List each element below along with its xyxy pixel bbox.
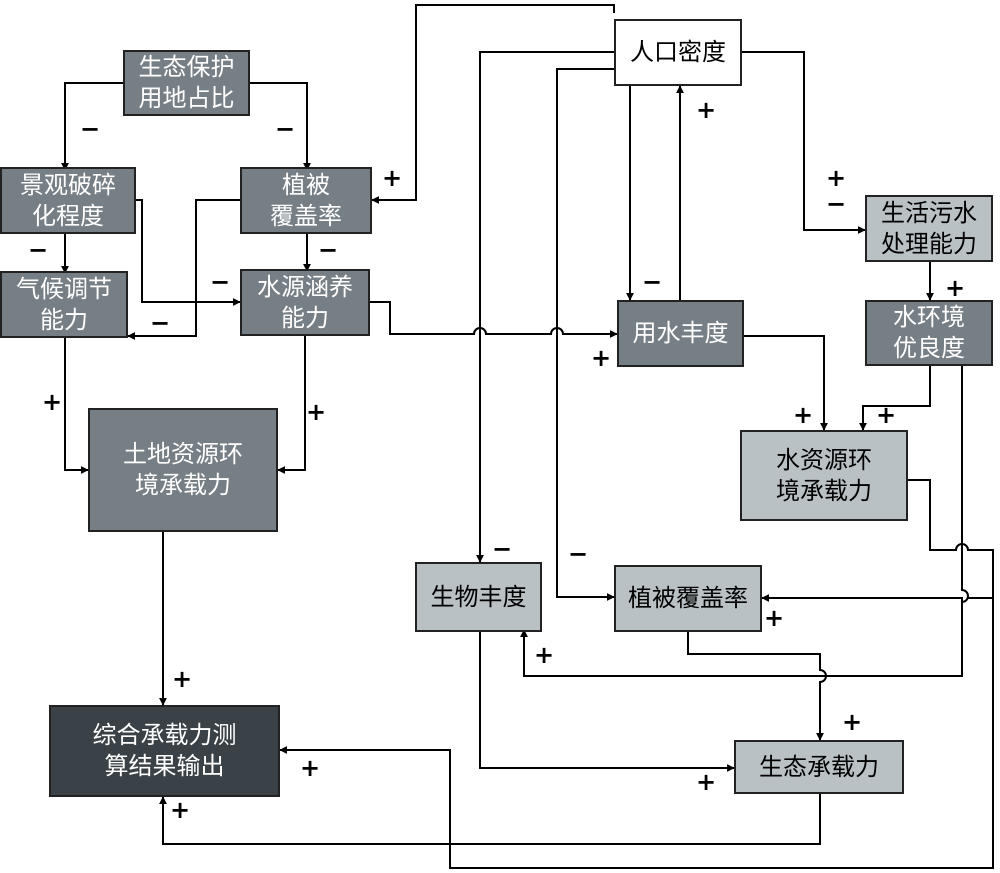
sign-pop-wuse: − <box>642 268 663 296</box>
node-comprehensive-output: 综合承载力测 算结果输出 <box>49 705 280 797</box>
edge-waterc-landcap <box>277 336 306 474</box>
sign-vegL-climate: − <box>150 309 171 337</box>
node-population-density-label: 人口密度 <box>630 38 726 66</box>
node-population-density: 人口密度 <box>614 19 742 86</box>
sign-bio-ecocap: + <box>696 768 717 796</box>
edge-wenv-bio <box>520 600 963 677</box>
sign-vegL-waterc: − <box>318 236 339 264</box>
sign-watercap-total: + <box>300 754 321 782</box>
sign-ecoland-frag: − <box>80 115 101 143</box>
node-landscape-fragmentation-label: 景观破碎 化程度 <box>20 170 116 230</box>
node-ecological-capacity: 生态承载力 <box>734 740 904 794</box>
node-water-resource-capacity: 水资源环 境承载力 <box>740 430 908 521</box>
node-land-resource-capacity-label: 土地资源环 境承载力 <box>123 440 243 499</box>
node-vegetation-cover-left-label: 植被 覆盖率 <box>270 170 342 230</box>
edge-climate-landcap <box>64 338 89 474</box>
node-comprehensive-output-label: 综合承载力测 算结果输出 <box>92 721 237 780</box>
node-water-resource-capacity-label: 水资源环 境承载力 <box>776 445 872 505</box>
edge-pop-vegL <box>371 4 615 204</box>
edge-watercap-total <box>279 479 994 869</box>
edge-pop-bio <box>476 51 614 563</box>
node-water-use-abundance-label: 用水丰度 <box>632 319 729 347</box>
node-biological-abundance-label: 生物丰度 <box>430 582 527 611</box>
sign-wenv-vegR: + <box>764 604 785 632</box>
node-water-environment-quality-label: 水环境 优良度 <box>893 303 965 362</box>
edge-waterc-wuse <box>370 301 618 338</box>
edge-pop-vegR <box>556 68 615 601</box>
sign-frag-waterc: − <box>210 268 231 296</box>
sign-frag-climate: − <box>28 236 49 264</box>
edge-ecoland-frag <box>61 82 123 171</box>
sign-climate-landcap: + <box>42 388 63 416</box>
edge-frag-waterc <box>136 199 241 306</box>
edge-bio-ecocap <box>479 632 735 772</box>
edge-ecoland-vegL <box>250 82 311 171</box>
node-ecological-capacity-label: 生态承载力 <box>759 752 879 781</box>
node-vegetation-cover-left: 植被 覆盖率 <box>240 167 372 234</box>
sign-ecocap-total: + <box>170 796 191 824</box>
node-water-conservation: 水源涵养 能力 <box>240 269 370 336</box>
node-land-resource-capacity: 土地资源环 境承载力 <box>88 408 278 532</box>
node-sewage-treatment: 生活污水 处理能力 <box>865 195 993 262</box>
sign-landcap-total: + <box>172 665 193 693</box>
sign-ecoland-vegL: − <box>275 115 296 143</box>
node-water-conservation-label: 水源涵养 能力 <box>257 272 353 332</box>
edge-vegR-ecocap <box>687 632 827 741</box>
node-water-environment-quality: 水环境 优良度 <box>865 300 993 366</box>
sign-wuse-watercap: + <box>793 401 814 429</box>
sign-waterc-wuse: + <box>591 344 612 372</box>
edge-ecocap-total <box>159 794 821 845</box>
sign-pop-sewage-minus: − <box>826 190 847 218</box>
node-vegetation-cover-right-label: 植被覆盖率 <box>628 584 748 612</box>
sign-wuse-pop: + <box>696 96 717 124</box>
node-biological-abundance: 生物丰度 <box>415 562 542 632</box>
sign-pop-sewage-plus: + <box>826 164 847 192</box>
sign-vegR-ecocap: + <box>842 708 863 736</box>
sign-sewage-wenv: + <box>945 274 966 302</box>
node-climate-regulation: 气候调节 能力 <box>0 271 128 338</box>
node-eco-protection-land: 生态保护 用地占比 <box>123 50 250 116</box>
sign-wenv-watercap: + <box>876 401 897 429</box>
sign-pop-vegR: − <box>568 540 589 568</box>
node-climate-regulation-label: 气候调节 能力 <box>16 274 112 334</box>
edge-pop-sewage <box>742 51 866 234</box>
sign-pop-bio: − <box>492 535 513 563</box>
edge-wuse-watercap <box>744 335 828 431</box>
node-eco-protection-land-label: 生态保护 用地占比 <box>138 53 235 112</box>
edge-wenv-watercap <box>859 366 931 431</box>
sign-wenv-bio: + <box>534 641 555 669</box>
node-landscape-fragmentation: 景观破碎 化程度 <box>0 167 136 234</box>
node-sewage-treatment-label: 生活污水 处理能力 <box>881 198 977 258</box>
edge-vegL-climate <box>127 199 240 340</box>
sign-pop-vegL: + <box>382 164 403 192</box>
sign-waterc-landcap: + <box>306 398 327 426</box>
node-water-use-abundance: 用水丰度 <box>617 300 744 367</box>
node-vegetation-cover-right: 植被覆盖率 <box>614 565 762 632</box>
